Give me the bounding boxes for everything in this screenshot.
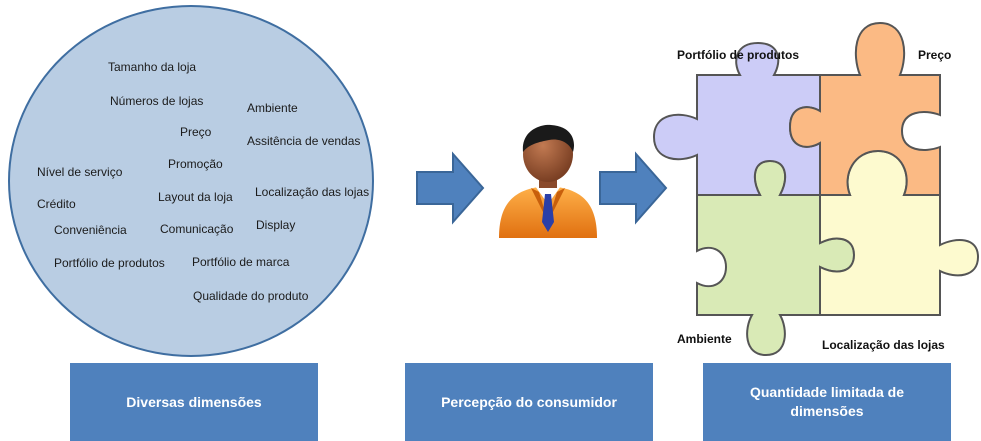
dimensions-ellipse: [8, 5, 374, 357]
term-assistencia-de-vendas: Assitência de vendas: [247, 134, 361, 148]
box-quantidade-limitada: Quantidade limitada de dimensões: [703, 363, 951, 441]
term-qualidade-do-produto: Qualidade do produto: [193, 289, 309, 303]
term-credito: Crédito: [37, 197, 76, 211]
box-label: Diversas dimensões: [126, 393, 262, 410]
consumer-person-icon: [499, 124, 597, 238]
term-nivel-de-servico: Nível de serviço: [37, 165, 123, 179]
arrow-right-icon: [599, 151, 668, 225]
puzzle-label-preco: Preço: [918, 48, 952, 62]
box-label: Percepção do consumidor: [441, 393, 617, 410]
puzzle-label-portfolio: Portfólio de produtos: [677, 48, 799, 62]
term-numeros-de-lojas: Números de lojas: [110, 94, 204, 108]
term-portfolio-de-marca: Portfólio de marca: [192, 255, 290, 269]
term-ambiente: Ambiente: [247, 101, 298, 115]
puzzle-piece-portfolio: [652, 41, 821, 196]
box-label: Quantidade limitada de dimensões: [749, 384, 905, 419]
term-preco: Preço: [180, 125, 212, 139]
term-portfolio-de-produtos: Portfólio de produtos: [54, 256, 165, 270]
puzzle-piece-preco: [788, 21, 941, 196]
box-percepcao-consumidor: Percepção do consumidor: [405, 363, 653, 441]
puzzle-label-ambiente: Ambiente: [677, 332, 732, 346]
term-tamanho-da-loja: Tamanho da loja: [108, 60, 197, 74]
term-promocao: Promoção: [168, 157, 223, 171]
term-conveniencia: Conveniência: [54, 223, 127, 237]
term-display: Display: [256, 218, 296, 232]
puzzle-diagram: [652, 21, 980, 357]
box-diversas-dimensoes: Diversas dimensões: [70, 363, 318, 441]
term-layout-da-loja: Layout da loja: [158, 190, 233, 204]
term-comunicacao: Comunicação: [160, 222, 234, 236]
term-localizacao-das-lojas: Localização das lojas: [255, 185, 370, 199]
arrow-right-icon: [416, 151, 485, 225]
puzzle-label-localizacao: Localização das lojas: [822, 338, 945, 352]
